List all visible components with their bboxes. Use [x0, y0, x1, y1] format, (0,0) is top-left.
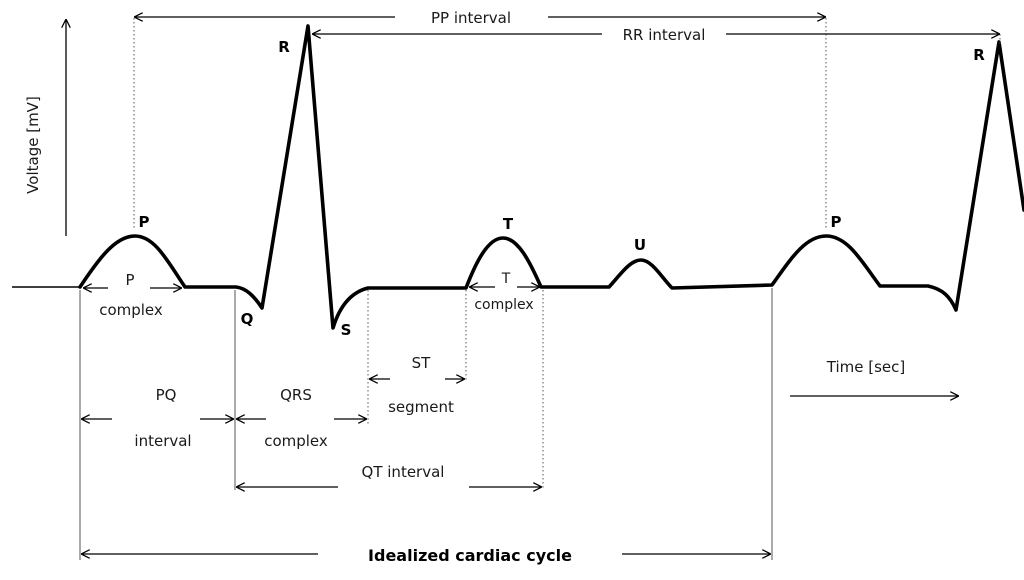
- qrs-label-line1: QRS: [280, 386, 312, 404]
- time-axis: Time [sec]: [790, 358, 958, 396]
- rr-interval-label: RR interval: [623, 26, 706, 44]
- qrs-label-line2: complex: [264, 432, 328, 450]
- cardiac-cycle: Idealized cardiac cycle: [82, 546, 770, 565]
- qt-interval: QT interval: [237, 463, 541, 487]
- ecg-trace: [12, 24, 1024, 330]
- rr-interval: RR interval: [313, 26, 999, 44]
- pq-interval: PQ interval: [82, 386, 233, 450]
- guide-lines: [79, 18, 1001, 560]
- p-complex-label-line2: complex: [99, 301, 163, 319]
- t-complex: T complex: [470, 271, 539, 313]
- t-complex-label-line1: T: [501, 271, 511, 287]
- p-wave-label: P: [139, 213, 150, 231]
- r-wave-label: R: [278, 38, 290, 56]
- voltage-axis-label: Voltage [mV]: [24, 96, 42, 194]
- st-segment: ST segment: [370, 354, 464, 416]
- st-label-line1: ST: [412, 354, 432, 372]
- u-wave-label: U: [634, 236, 646, 254]
- p-complex-label-line1: P: [125, 271, 134, 289]
- wave-labels: P R Q S T U P R: [139, 38, 986, 339]
- pq-label-line2: interval: [134, 432, 191, 450]
- st-label-line2: segment: [388, 398, 454, 416]
- s-wave-label: S: [341, 321, 352, 339]
- qrs-complex: QRS complex: [237, 386, 366, 450]
- t-complex-label-line2: complex: [474, 297, 533, 313]
- pq-label-line1: PQ: [156, 386, 177, 404]
- cardiac-cycle-label: Idealized cardiac cycle: [368, 546, 572, 565]
- ecg-waveform: [78, 24, 1024, 330]
- qt-interval-label: QT interval: [362, 463, 445, 481]
- t-wave-label: T: [503, 215, 514, 233]
- r-wave-label-2: R: [973, 46, 985, 64]
- pp-interval-label: PP interval: [431, 9, 511, 27]
- pp-interval: PP interval: [135, 9, 825, 27]
- q-wave-label: Q: [241, 310, 254, 328]
- time-axis-label: Time [sec]: [826, 358, 905, 376]
- p-wave-label-2: P: [831, 213, 842, 231]
- p-complex: P complex: [84, 271, 181, 319]
- voltage-axis: Voltage [mV]: [24, 20, 66, 236]
